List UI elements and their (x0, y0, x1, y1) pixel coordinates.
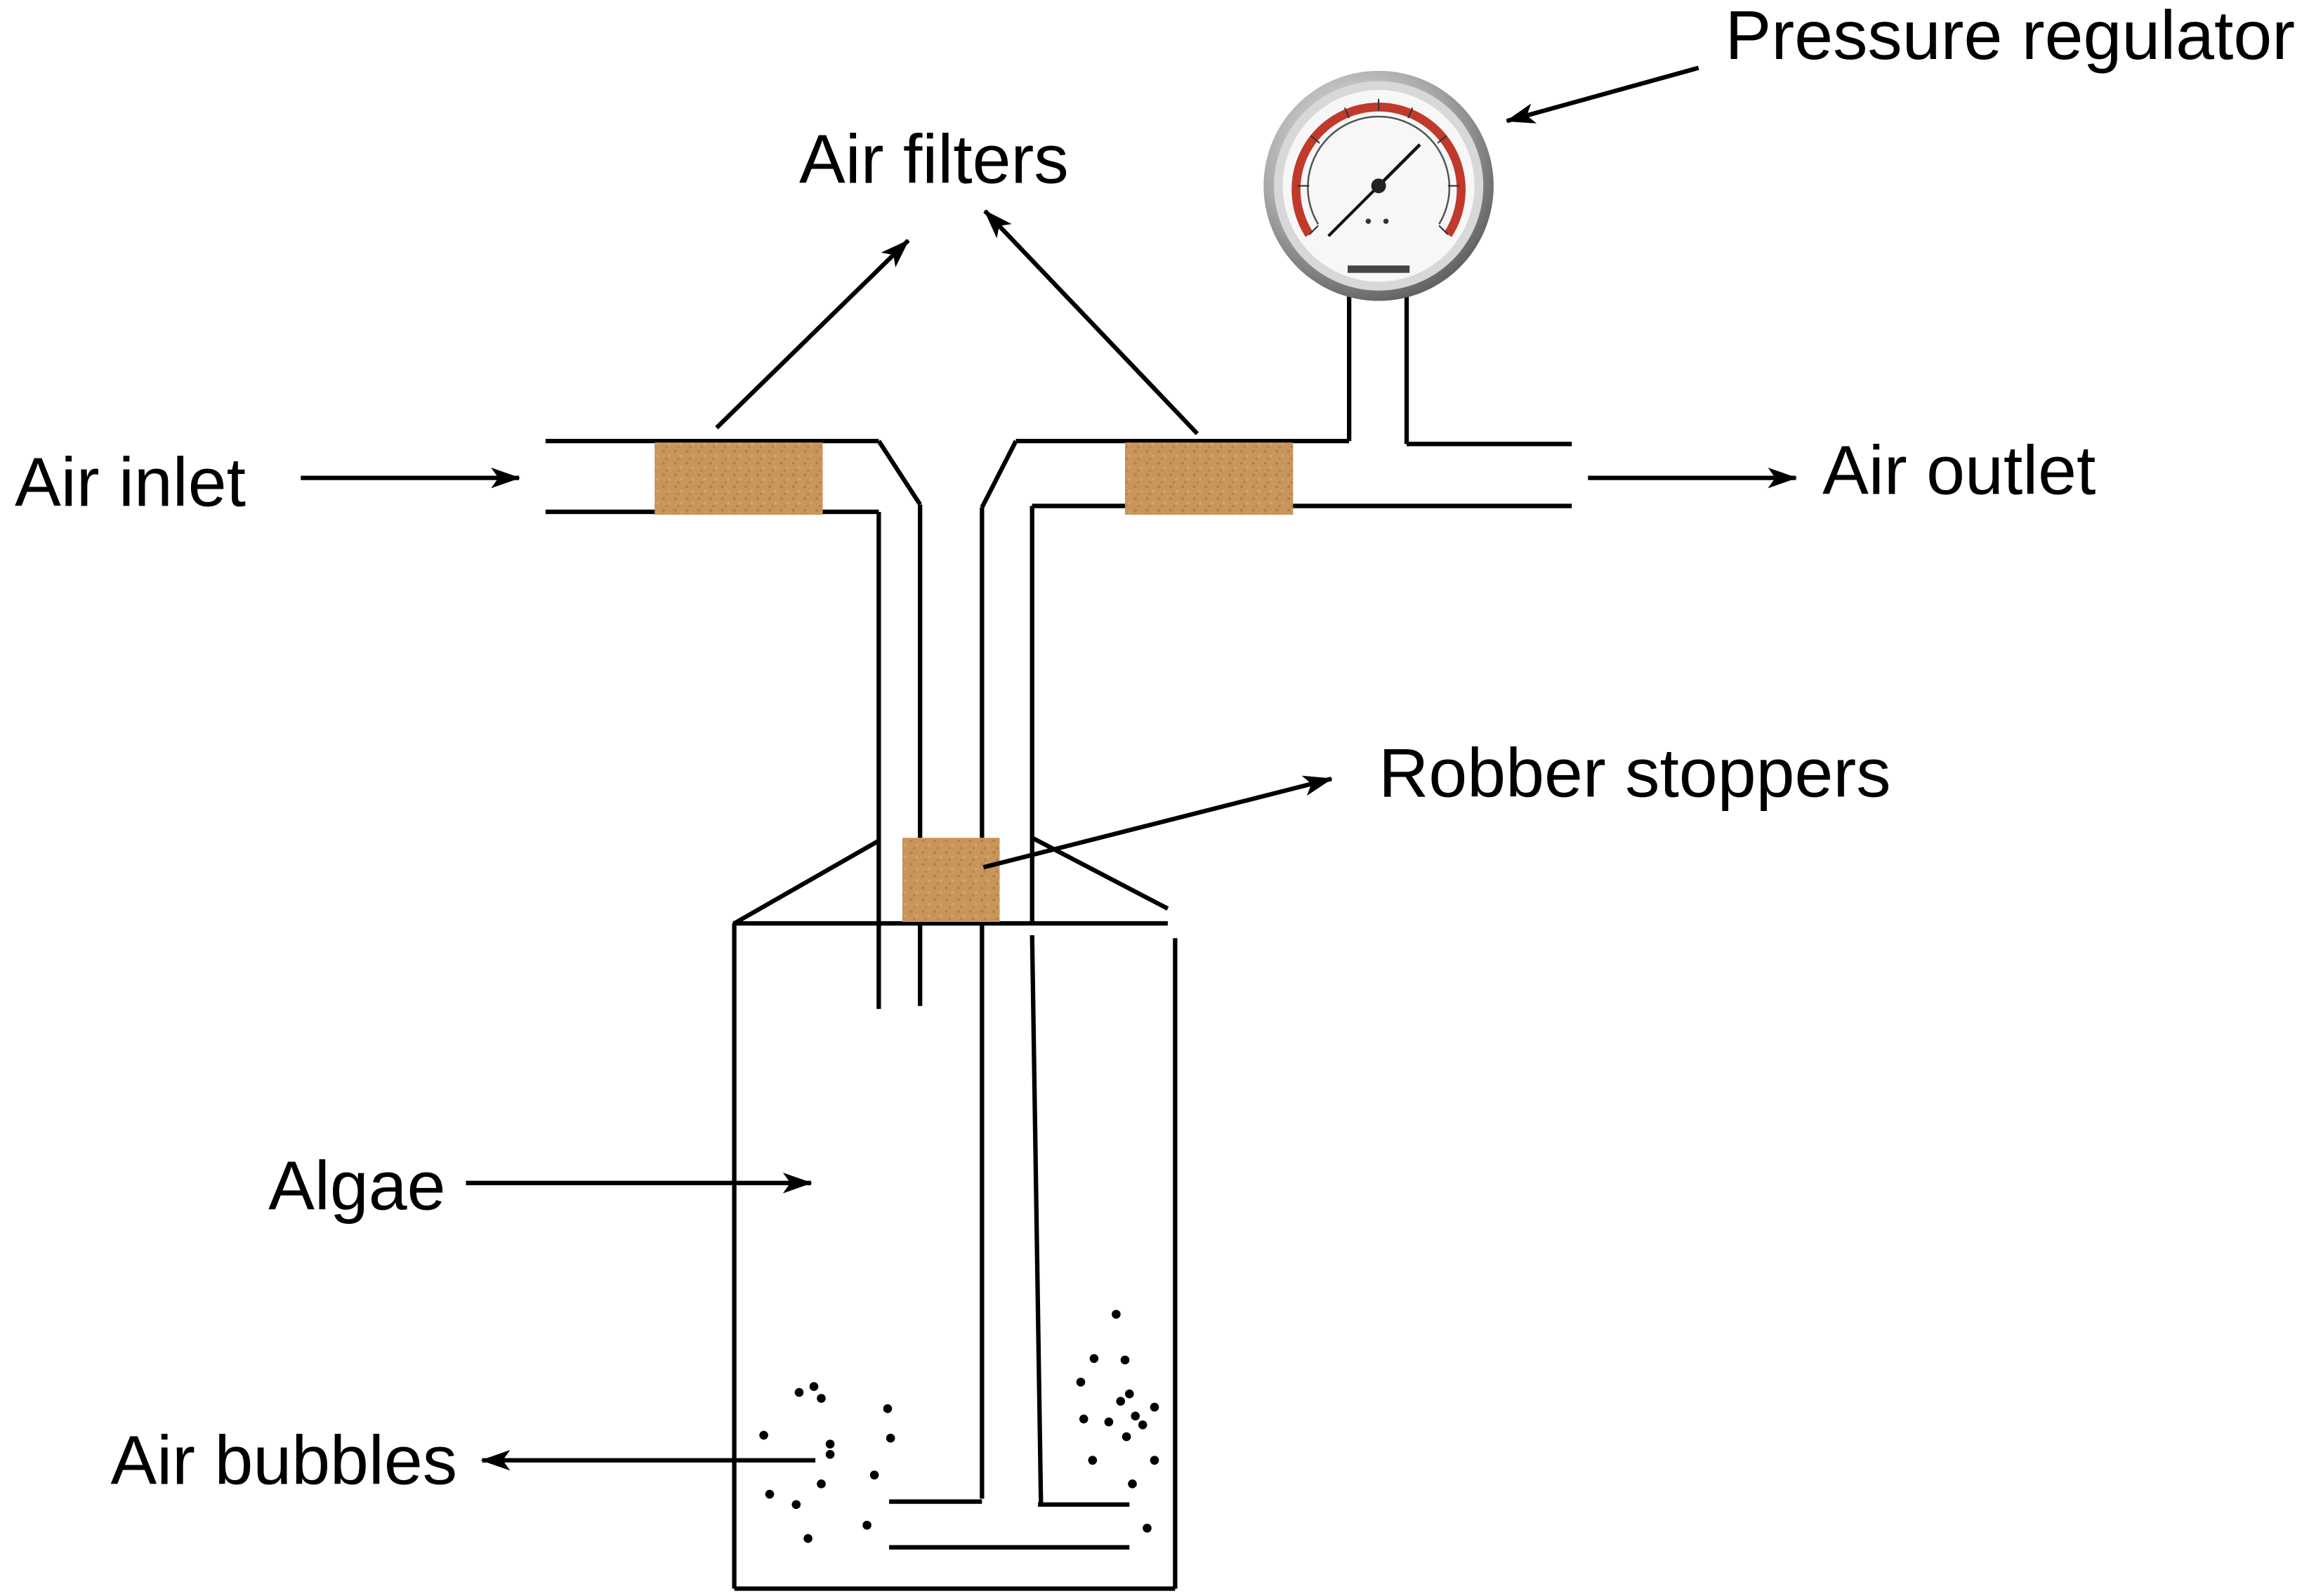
air-filter-right-arrow (983, 209, 1199, 435)
label-air-bubbles: Air bubbles (110, 1421, 457, 1498)
air-filter-left-arrow (715, 239, 910, 430)
label-robber-stoppers: Robber stoppers (1379, 734, 1890, 811)
inlet-pipe (545, 438, 923, 1009)
air-bubbles (759, 1310, 1159, 1543)
regulator-stem (1347, 295, 1409, 444)
pressure-gauge-icon (1263, 70, 1494, 301)
culture-flask (732, 836, 1178, 1591)
outlet-pipe (889, 438, 1572, 1550)
label-arrows (301, 65, 1798, 1471)
label-air-outlet: Air outlet (1822, 432, 2096, 509)
label-air-filters: Air filters (799, 120, 1069, 197)
pressure-regulator-arrow (1505, 65, 1699, 124)
label-air-inlet: Air inlet (15, 444, 246, 521)
label-pressure-regulator: Pressure regulator (1725, 0, 2296, 74)
air-filter-left (654, 442, 823, 515)
label-algae: Algae (268, 1147, 445, 1225)
air-filter-right (1125, 442, 1294, 515)
robber-stoppers-arrow (982, 775, 1333, 870)
rubber-stopper (902, 838, 1000, 922)
